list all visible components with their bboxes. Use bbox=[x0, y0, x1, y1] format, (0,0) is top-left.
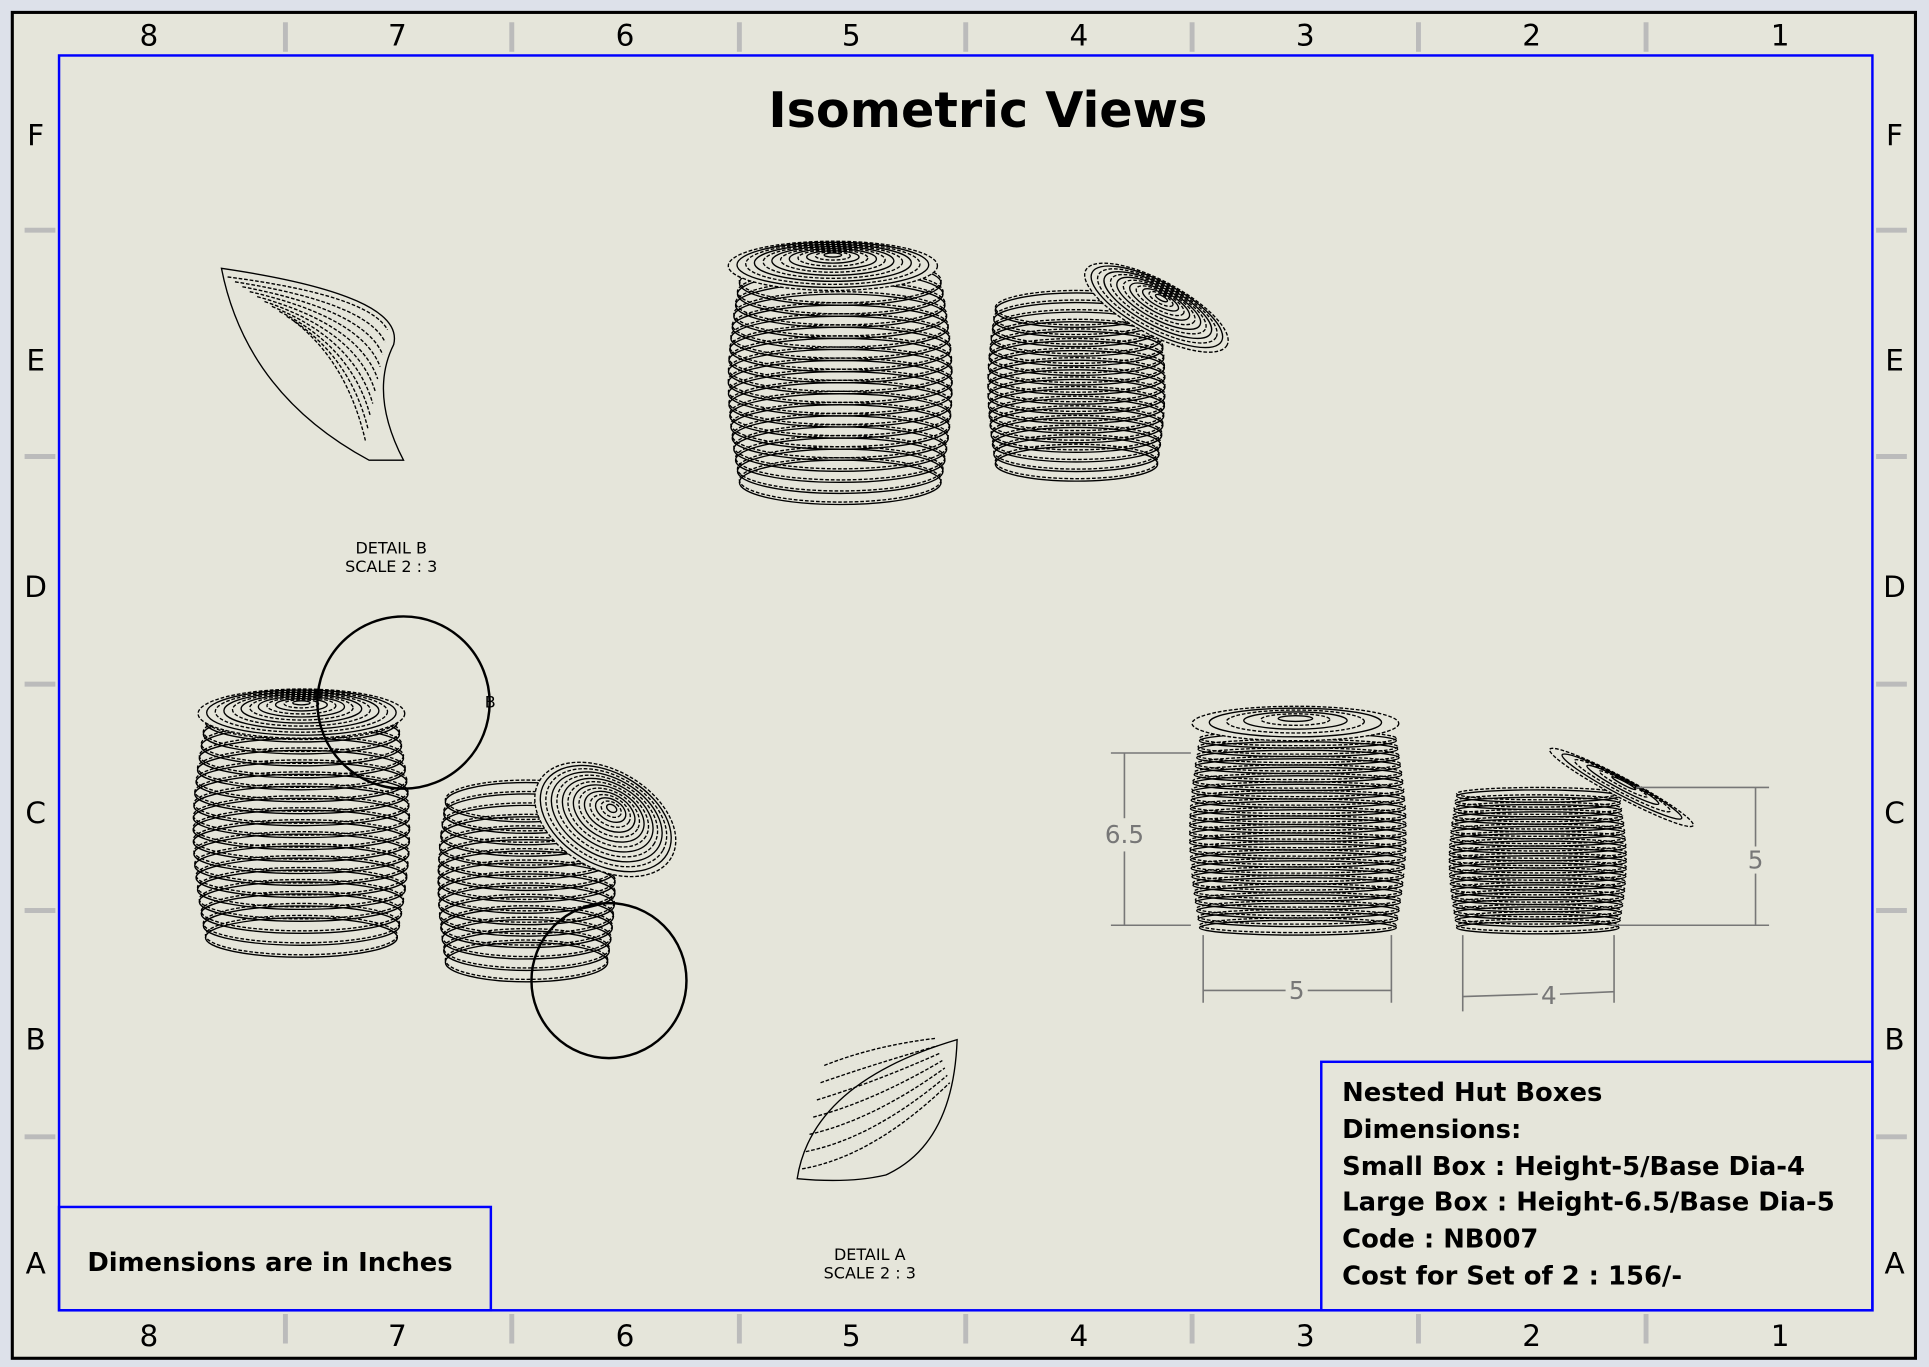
column-zone-6: 6 bbox=[616, 1319, 635, 1353]
detail-a-scale: SCALE 2 : 3 bbox=[824, 1263, 916, 1282]
row-zone-B: B bbox=[26, 1022, 46, 1056]
column-zone-8: 8 bbox=[139, 1319, 158, 1353]
small-lid-detail[interactable] bbox=[515, 739, 696, 901]
column-zone-1: 1 bbox=[1771, 19, 1790, 53]
small-lid-front[interactable] bbox=[1545, 741, 1698, 835]
small-lid-iso[interactable] bbox=[1073, 246, 1240, 369]
column-zone-3: 3 bbox=[1296, 19, 1315, 53]
dimensions-heading: Dimensions: bbox=[1342, 1115, 1521, 1145]
row-zone-F: F bbox=[1886, 118, 1903, 152]
small-dia-dimension: 4 bbox=[1541, 981, 1557, 1010]
large-basket-iso[interactable] bbox=[727, 257, 953, 506]
row-zone-C: C bbox=[25, 796, 46, 830]
column-zone-3: 3 bbox=[1296, 1319, 1315, 1353]
dimension-lines bbox=[1110, 752, 1770, 1012]
small-height-dimension: 5 bbox=[1748, 846, 1764, 875]
units-note: Dimensions are in Inches bbox=[87, 1248, 452, 1278]
detail-a-label: DETAIL A bbox=[834, 1245, 906, 1264]
row-zone-A: A bbox=[1884, 1246, 1904, 1280]
row-zone-C: C bbox=[1884, 796, 1905, 830]
title-block-text: Nested Hut Boxes Dimensions: Small Box :… bbox=[1342, 1078, 1835, 1291]
detail-a-view bbox=[796, 1037, 958, 1182]
column-zone-2: 2 bbox=[1522, 19, 1541, 53]
row-zone-E: E bbox=[1885, 343, 1904, 377]
set-cost: Cost for Set of 2 : 156/- bbox=[1342, 1261, 1682, 1291]
detail-b-scale: SCALE 2 : 3 bbox=[345, 557, 437, 576]
row-zone-D: D bbox=[1883, 570, 1906, 604]
column-zone-7: 7 bbox=[388, 19, 407, 53]
large-lid-iso[interactable] bbox=[727, 240, 939, 292]
large-basket-front[interactable] bbox=[1188, 730, 1407, 936]
small-box-spec: Small Box : Height-5/Base Dia-4 bbox=[1342, 1152, 1805, 1182]
drawing-frame bbox=[57, 54, 1874, 1312]
column-zone-6: 6 bbox=[616, 19, 635, 53]
detail-a-circle[interactable] bbox=[530, 901, 688, 1060]
sheet-outer-border bbox=[10, 10, 1918, 1360]
column-zone-5: 5 bbox=[842, 19, 861, 53]
units-note-box bbox=[57, 1205, 493, 1312]
column-zone-4: 4 bbox=[1070, 19, 1089, 53]
small-basket-iso[interactable] bbox=[987, 289, 1166, 482]
column-zone-5: 5 bbox=[842, 1319, 861, 1353]
detail-b-label: DETAIL B bbox=[355, 539, 427, 558]
column-zone-2: 2 bbox=[1522, 1319, 1541, 1353]
column-zone-4: 4 bbox=[1070, 1319, 1089, 1353]
row-zone-B: B bbox=[1884, 1022, 1904, 1056]
product-code: Code : NB007 bbox=[1342, 1225, 1538, 1255]
column-zone-7: 7 bbox=[388, 1319, 407, 1353]
row-zone-A: A bbox=[26, 1246, 46, 1280]
product-name: Nested Hut Boxes bbox=[1342, 1078, 1602, 1108]
row-zone-F: F bbox=[27, 118, 44, 152]
detail-b-circle[interactable] bbox=[316, 615, 491, 790]
title-block bbox=[1320, 1060, 1874, 1312]
large-height-dimension: 6.5 bbox=[1105, 820, 1144, 849]
large-box-spec: Large Box : Height-6.5/Base Dia-5 bbox=[1342, 1188, 1835, 1218]
row-zone-E: E bbox=[26, 343, 45, 377]
basket-views bbox=[192, 240, 1698, 1182]
column-zone-1: 1 bbox=[1771, 1319, 1790, 1353]
detail-b-marker: B bbox=[485, 692, 496, 711]
row-zone-D: D bbox=[24, 570, 47, 604]
detail-b-view bbox=[220, 267, 405, 461]
column-zone-8: 8 bbox=[139, 19, 158, 53]
large-lid-detail[interactable] bbox=[197, 688, 406, 739]
sheet-title: Isometric Views bbox=[768, 81, 1207, 139]
large-lid-front[interactable] bbox=[1191, 705, 1400, 742]
large-dia-dimension: 5 bbox=[1289, 976, 1305, 1005]
